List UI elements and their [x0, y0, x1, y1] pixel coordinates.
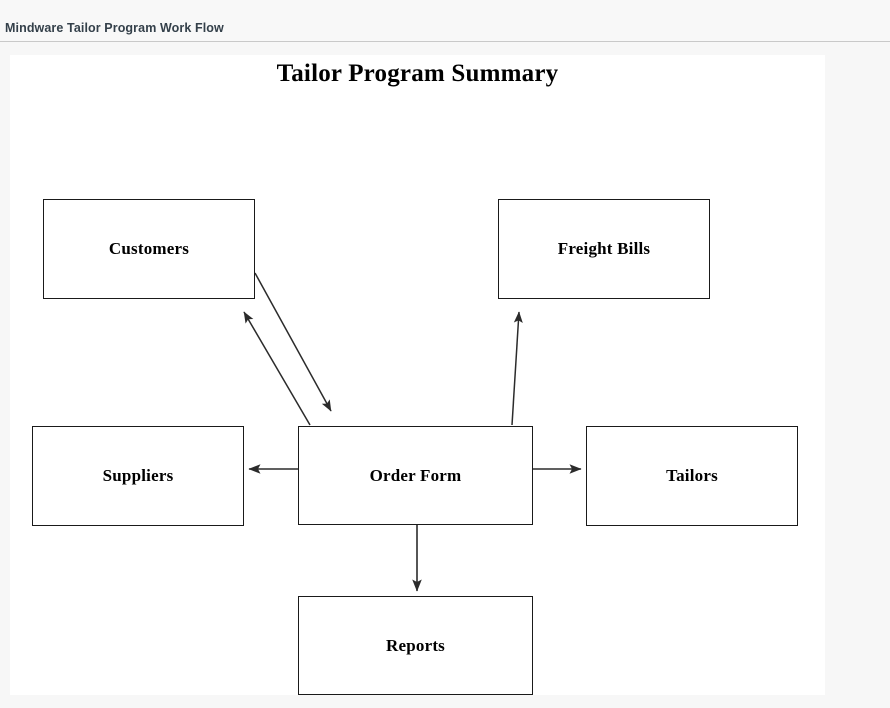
page-title: Mindware Tailor Program Work Flow [5, 21, 224, 35]
node-label-order-form: Order Form [369, 465, 462, 485]
node-suppliers[interactable]: Suppliers [32, 426, 244, 526]
node-label-customers: Customers [108, 239, 190, 258]
node-tailors[interactable]: Tailors [586, 426, 798, 526]
diagram-canvas: Tailor Program Summary Customers [10, 55, 825, 695]
diagram-title: Tailor Program Summary [276, 60, 559, 87]
node-reports[interactable]: Reports [298, 596, 533, 695]
node-label-suppliers: Suppliers [102, 466, 174, 485]
header-bar: Mindware Tailor Program Work Flow [0, 0, 890, 42]
node-customers[interactable]: Customers [43, 199, 255, 299]
connector-order-form-to-freight-bills [511, 311, 523, 426]
node-freight-bills[interactable]: Freight Bills [498, 199, 710, 299]
connector-order-form-to-customers [243, 311, 311, 426]
node-order-form[interactable]: Order Form [298, 426, 533, 525]
node-label-reports: Reports [386, 635, 445, 655]
connector-customers-to-order-form [254, 272, 332, 412]
node-label-freight-bills: Freight Bills [557, 239, 651, 258]
node-label-tailors: Tailors [666, 466, 718, 485]
